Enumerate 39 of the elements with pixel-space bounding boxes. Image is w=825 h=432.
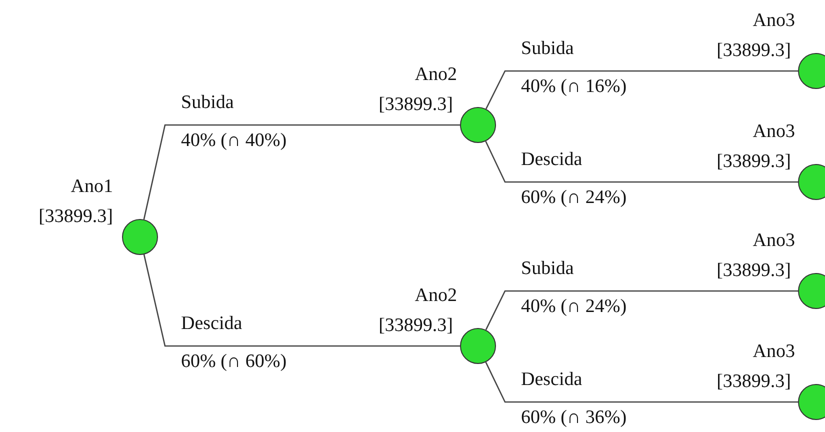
branch-line	[143, 254, 460, 347]
node-value: [33899.3]	[378, 94, 453, 116]
node-name: Ano3	[752, 230, 795, 252]
node-name: Ano2	[414, 64, 457, 86]
chance-node	[122, 219, 158, 255]
chance-node	[798, 273, 825, 309]
node-name: Ano3	[752, 121, 795, 143]
node-value: [33899.3]	[378, 315, 453, 337]
edge-label: Descida	[521, 369, 582, 391]
probability-label: 60% (∩ 60%)	[181, 351, 287, 373]
branch-line	[485, 362, 798, 403]
node-value: [33899.3]	[716, 151, 791, 173]
chance-node	[460, 107, 496, 143]
edge-label: Subida	[521, 258, 574, 280]
branch-line	[143, 124, 460, 220]
branch-line	[485, 290, 798, 330]
edge-label: Descida	[181, 313, 242, 335]
node-name: Ano3	[752, 341, 795, 363]
probability-label: 40% (∩ 40%)	[181, 130, 287, 152]
probability-label: 40% (∩ 24%)	[521, 296, 627, 318]
chance-node	[798, 53, 825, 89]
node-name: Ano1	[70, 176, 113, 198]
node-name: Ano2	[414, 285, 457, 307]
probability-label: 60% (∩ 24%)	[521, 187, 627, 209]
edge-label: Subida	[181, 92, 234, 114]
node-value: [33899.3]	[716, 260, 791, 282]
node-value: [33899.3]	[38, 206, 113, 228]
edge-label: Subida	[521, 38, 574, 60]
probability-label: 60% (∩ 36%)	[521, 407, 627, 429]
node-value: [33899.3]	[716, 40, 791, 62]
edge-label: Descida	[521, 149, 582, 171]
branch-line	[485, 70, 798, 110]
node-name: Ano3	[752, 10, 795, 32]
chance-node	[460, 328, 496, 364]
chance-node	[798, 384, 825, 420]
chance-node	[798, 164, 825, 200]
probability-label: 40% (∩ 16%)	[521, 76, 627, 98]
branch-line	[485, 140, 798, 183]
node-value: [33899.3]	[716, 371, 791, 393]
